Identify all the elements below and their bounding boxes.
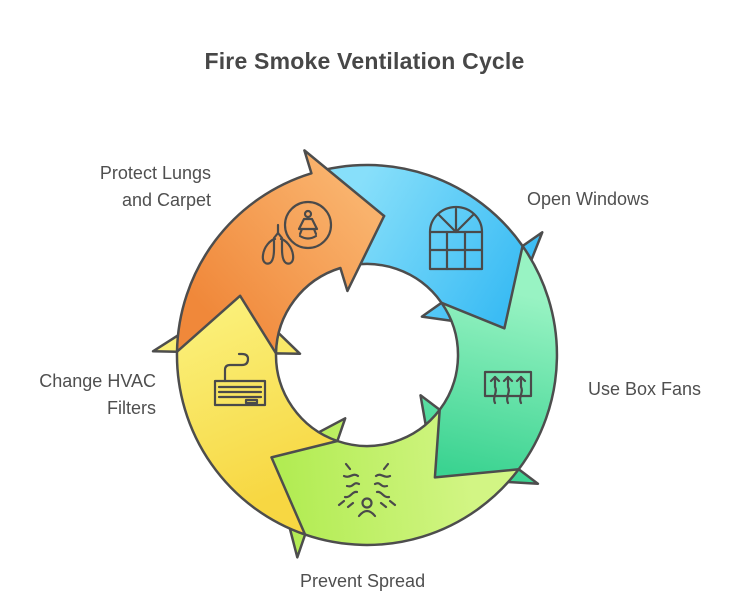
person-smoke-icon xyxy=(337,462,397,518)
label-open-windows: Open Windows xyxy=(527,189,650,209)
page-title: Fire Smoke Ventilation Cycle xyxy=(204,48,525,74)
label-use-box-fans: Use Box Fans xyxy=(588,379,702,399)
lungs-vacuum-icon xyxy=(261,200,333,265)
label-prevent-spread: Prevent Spread xyxy=(300,571,426,591)
label-change-hvac-filters: Change HVAC Filters xyxy=(39,371,156,418)
label-protect-lungs-carpet: Protect Lungs and Carpet xyxy=(99,163,211,210)
hvac-filter-icon xyxy=(213,352,267,407)
window-icon xyxy=(428,205,484,271)
box-fan-icon xyxy=(483,370,533,405)
arrow-protect-lungs-carpet xyxy=(175,149,386,355)
